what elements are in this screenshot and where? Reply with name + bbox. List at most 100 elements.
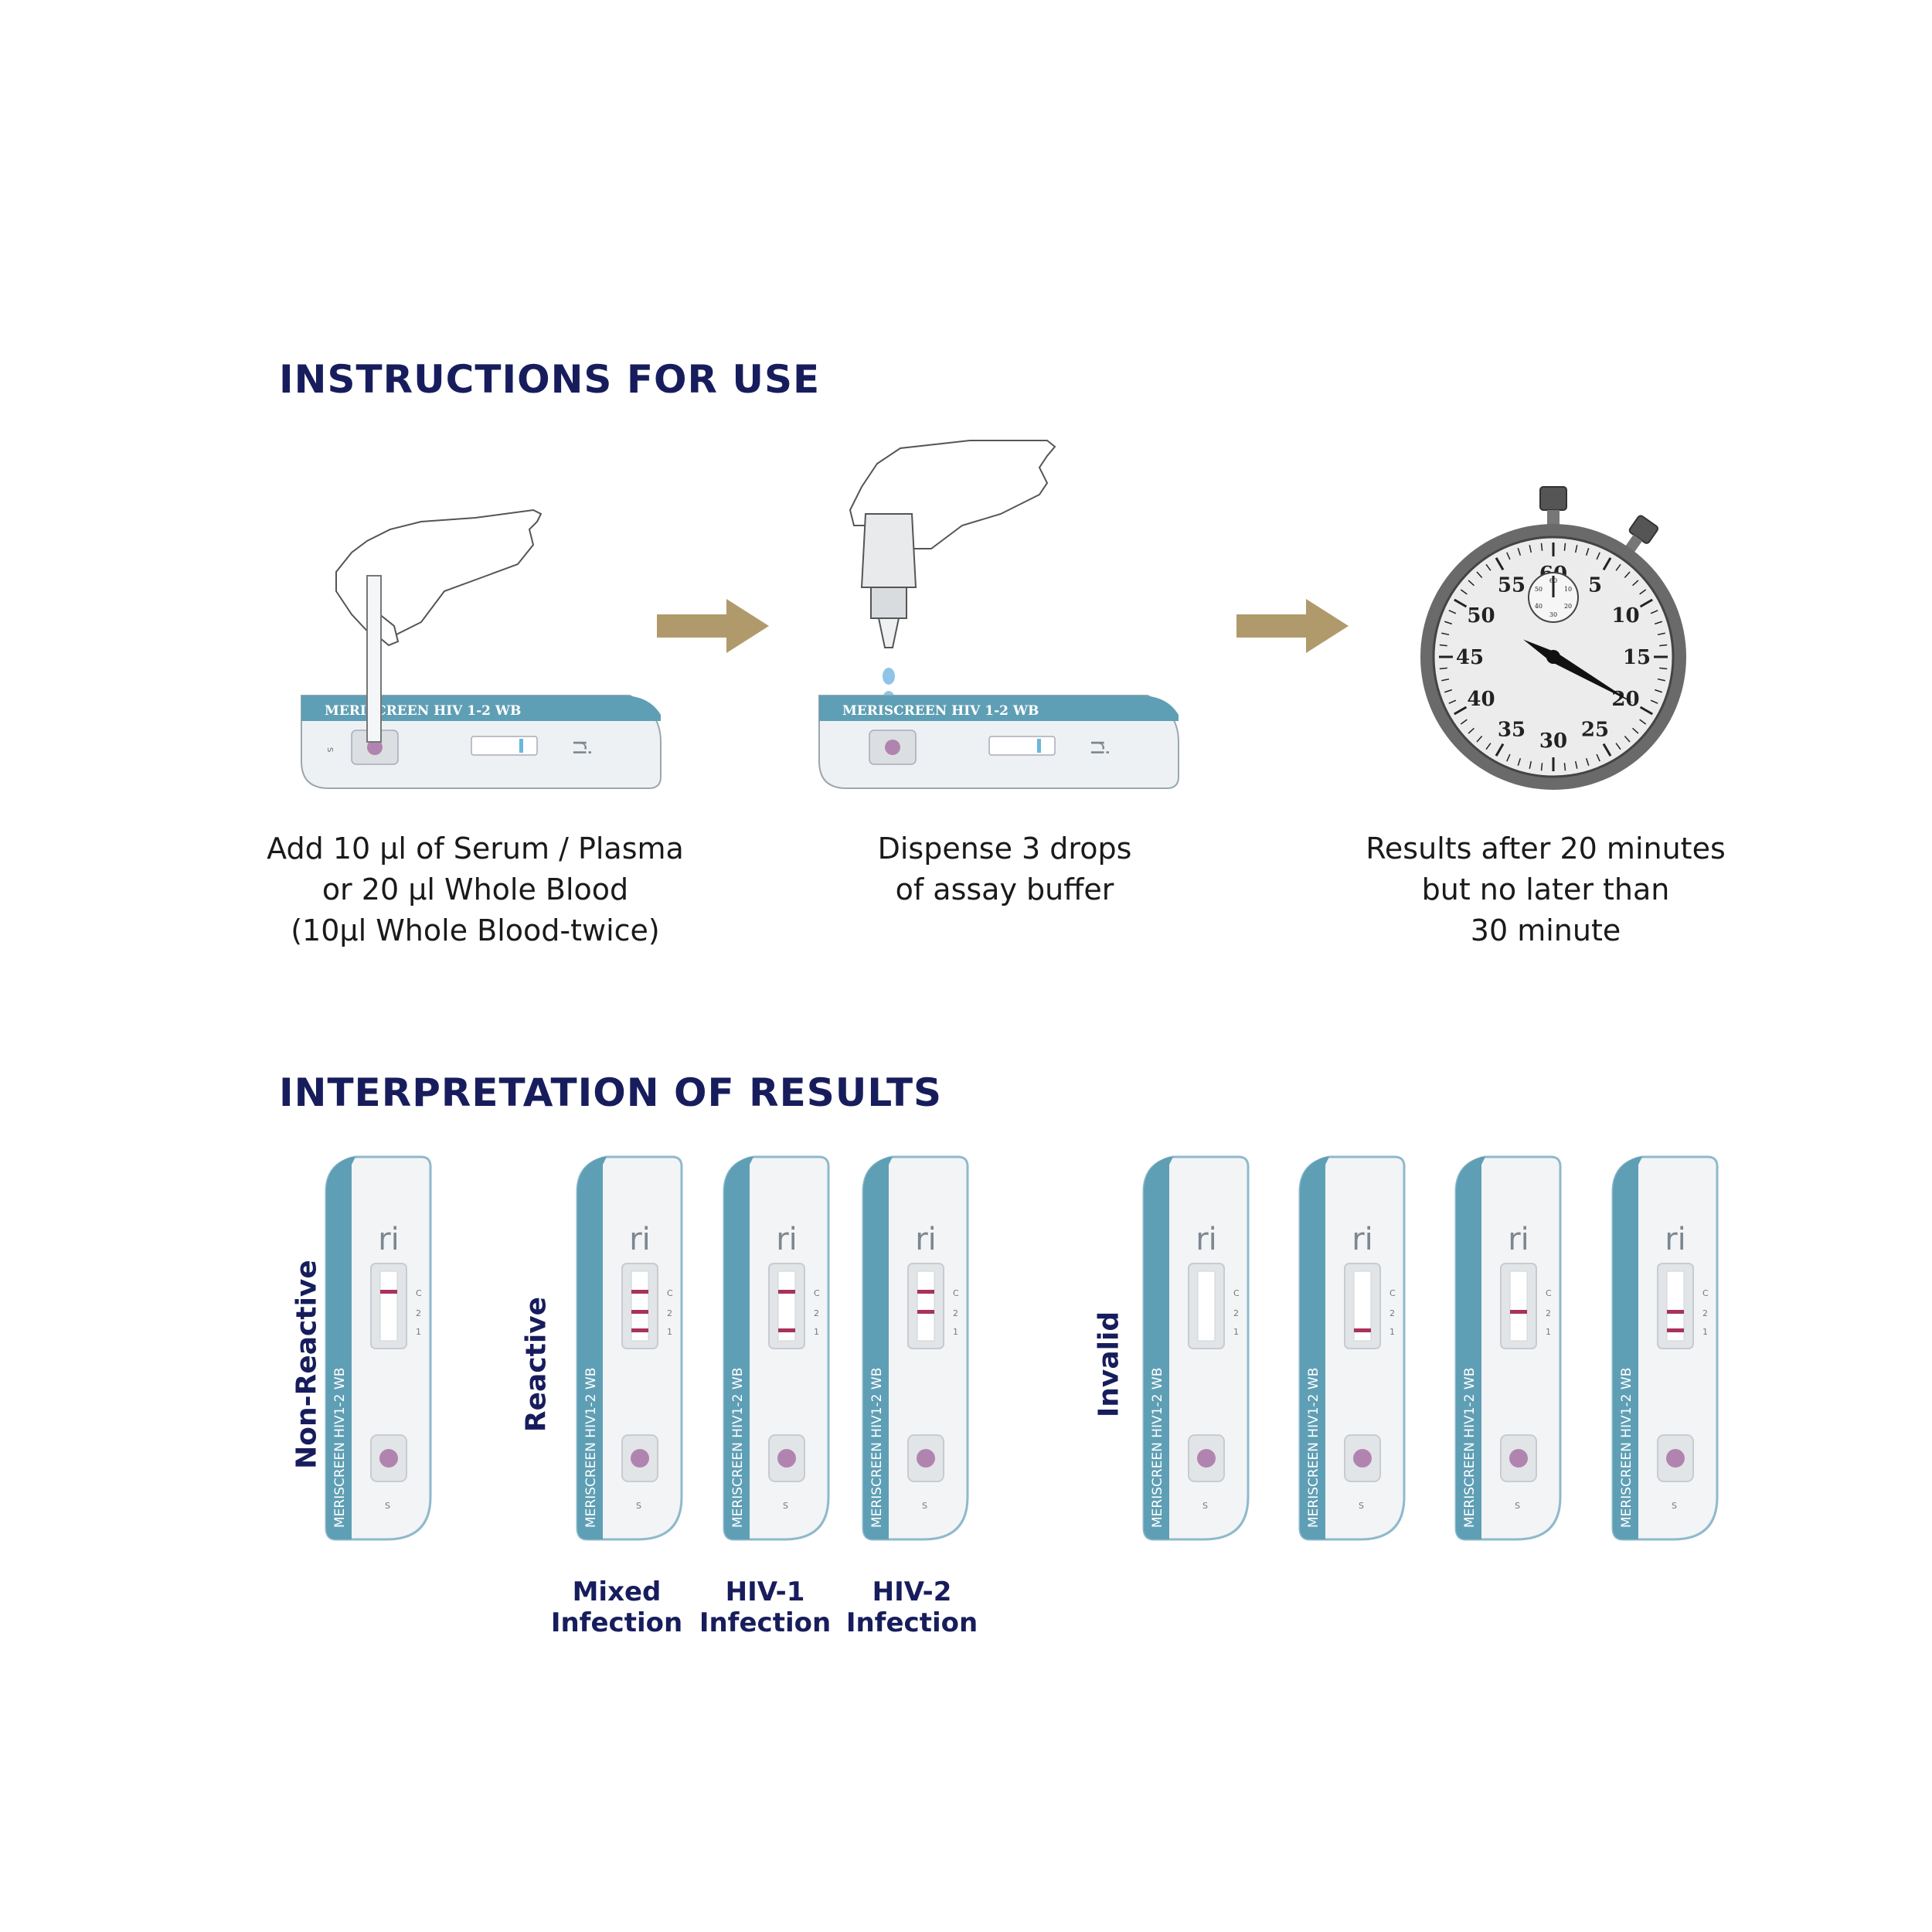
- test-line-1: [1667, 1328, 1684, 1332]
- sample-well: [1197, 1449, 1216, 1468]
- strip-label: MERISCREEN HIV1-2 WB: [869, 1368, 885, 1528]
- sample-well: [1666, 1449, 1685, 1468]
- dial-number: 50: [1467, 604, 1495, 628]
- dial-number: 5: [1588, 573, 1602, 597]
- window-mark: C: [814, 1288, 820, 1298]
- arrow-icon: [1236, 599, 1349, 653]
- sample-well: [1353, 1449, 1372, 1468]
- dial-number: 35: [1498, 719, 1526, 742]
- test-line-1: [778, 1328, 795, 1332]
- group-label-invalid: Invalid: [1093, 1311, 1125, 1418]
- window-mark: C: [416, 1288, 422, 1298]
- pipette: [366, 575, 382, 743]
- dial-number: 10: [1611, 604, 1639, 628]
- window-mark: S: [636, 1501, 641, 1511]
- dial-number: 30: [1539, 730, 1567, 753]
- test-strip: MERISCREEN HIV1-2 WB riC 2 1S: [576, 1155, 683, 1541]
- test-line-1: [1354, 1328, 1371, 1332]
- subdial-number: 40: [1535, 603, 1543, 610]
- brand-mark: ri: [629, 1222, 651, 1257]
- svg-text:ri: ri: [1085, 740, 1112, 756]
- step3-caption: Results after 20 minutes but no later th…: [1366, 832, 1726, 947]
- window-mark: 1: [416, 1327, 421, 1337]
- cassette: MERISCREEN HIV 1-2 WB ri: [818, 695, 1179, 789]
- sample-well: [367, 740, 383, 755]
- cassette-label: MERISCREEN HIV 1-2 WB: [325, 703, 521, 719]
- brand-mark: ri: [1196, 1222, 1217, 1257]
- brand-mark: ri: [1665, 1222, 1686, 1257]
- brand-mark: ri: [378, 1222, 400, 1257]
- step1-illustration: MERISCREEN HIV 1-2 WB S ri: [301, 509, 662, 789]
- window-mark: 2: [1389, 1308, 1395, 1318]
- window-mark: C: [953, 1288, 959, 1298]
- test-line-2: [1667, 1310, 1684, 1314]
- subdial-number: 30: [1549, 611, 1557, 618]
- window-mark: 1: [1389, 1327, 1395, 1337]
- window-mark: 2: [416, 1308, 421, 1318]
- group-label-reactive: Reactive: [520, 1296, 553, 1433]
- dial-number: 55: [1498, 573, 1526, 597]
- strip-label: MERISCREEN HIV1-2 WB: [1619, 1368, 1634, 1528]
- window-mark: 2: [814, 1308, 819, 1318]
- brand-mark: ri: [776, 1222, 798, 1257]
- hiv1-infection-label: HIV-1 Infection: [699, 1577, 832, 1638]
- window-mark: S: [385, 1501, 390, 1511]
- window-mark: C: [1233, 1288, 1240, 1298]
- subdial-number: 10: [1564, 586, 1572, 593]
- control-line: [917, 1290, 934, 1294]
- strip-label: MERISCREEN HIV1-2 WB: [1150, 1368, 1165, 1528]
- stopwatch-icon: 60510152025303540455055 601020304050: [1420, 486, 1686, 790]
- dial-number: 45: [1456, 646, 1484, 669]
- sample-well: [1509, 1449, 1528, 1468]
- subdial-number: 50: [1535, 586, 1543, 593]
- window-mark: C: [667, 1288, 673, 1298]
- window-mark: 2: [1702, 1308, 1708, 1318]
- arrow-icon: [657, 599, 769, 653]
- window-mark: S: [1202, 1501, 1208, 1511]
- control-line: [631, 1290, 648, 1294]
- window-mark: C: [1389, 1288, 1396, 1298]
- brand-mark: ri: [1508, 1222, 1529, 1257]
- window-mark: S: [1672, 1501, 1677, 1511]
- instructions-heading: INSTRUCTIONS FOR USE: [279, 357, 821, 402]
- svg-text:S: S: [325, 747, 334, 752]
- test-line-2: [631, 1310, 648, 1314]
- dial-number: 25: [1581, 719, 1609, 742]
- control-line: [380, 1290, 397, 1294]
- strip-label: MERISCREEN HIV1-2 WB: [1462, 1368, 1478, 1528]
- window-mark: C: [1702, 1288, 1709, 1298]
- interpretation-heading: INTERPRETATION OF RESULTS: [279, 1070, 943, 1115]
- window-mark: 1: [814, 1327, 819, 1337]
- window-mark: 1: [667, 1327, 672, 1337]
- dial-number: 15: [1623, 646, 1651, 669]
- cassette-label: MERISCREEN HIV 1-2 WB: [842, 703, 1039, 719]
- window-mark: S: [1515, 1501, 1520, 1511]
- window-mark: C: [1546, 1288, 1552, 1298]
- sample-well: [885, 740, 900, 755]
- dropper-bottle: [860, 513, 917, 648]
- step2-illustration: MERISCREEN HIV 1-2 WB ri: [818, 440, 1179, 789]
- svg-text:ri: ri: [567, 740, 594, 756]
- window-mark: 2: [667, 1308, 672, 1318]
- sample-well: [917, 1449, 935, 1468]
- step2-caption: Dispense 3 drops of assay buffer: [877, 832, 1132, 906]
- strip-label: MERISCREEN HIV1-2 WB: [583, 1368, 599, 1528]
- window-mark: S: [922, 1501, 927, 1511]
- subdial-number: 20: [1564, 603, 1572, 610]
- control-line: [778, 1290, 795, 1294]
- window-mark: 2: [1546, 1308, 1551, 1318]
- brand-mark: ri: [915, 1222, 937, 1257]
- window-mark: 1: [1233, 1327, 1239, 1337]
- dial-number: 40: [1467, 688, 1495, 711]
- sample-well: [777, 1449, 796, 1468]
- sample-well: [379, 1449, 398, 1468]
- dial-number: 20: [1611, 688, 1639, 711]
- strip-label: MERISCREEN HIV1-2 WB: [1306, 1368, 1321, 1528]
- test-line-1: [631, 1328, 648, 1332]
